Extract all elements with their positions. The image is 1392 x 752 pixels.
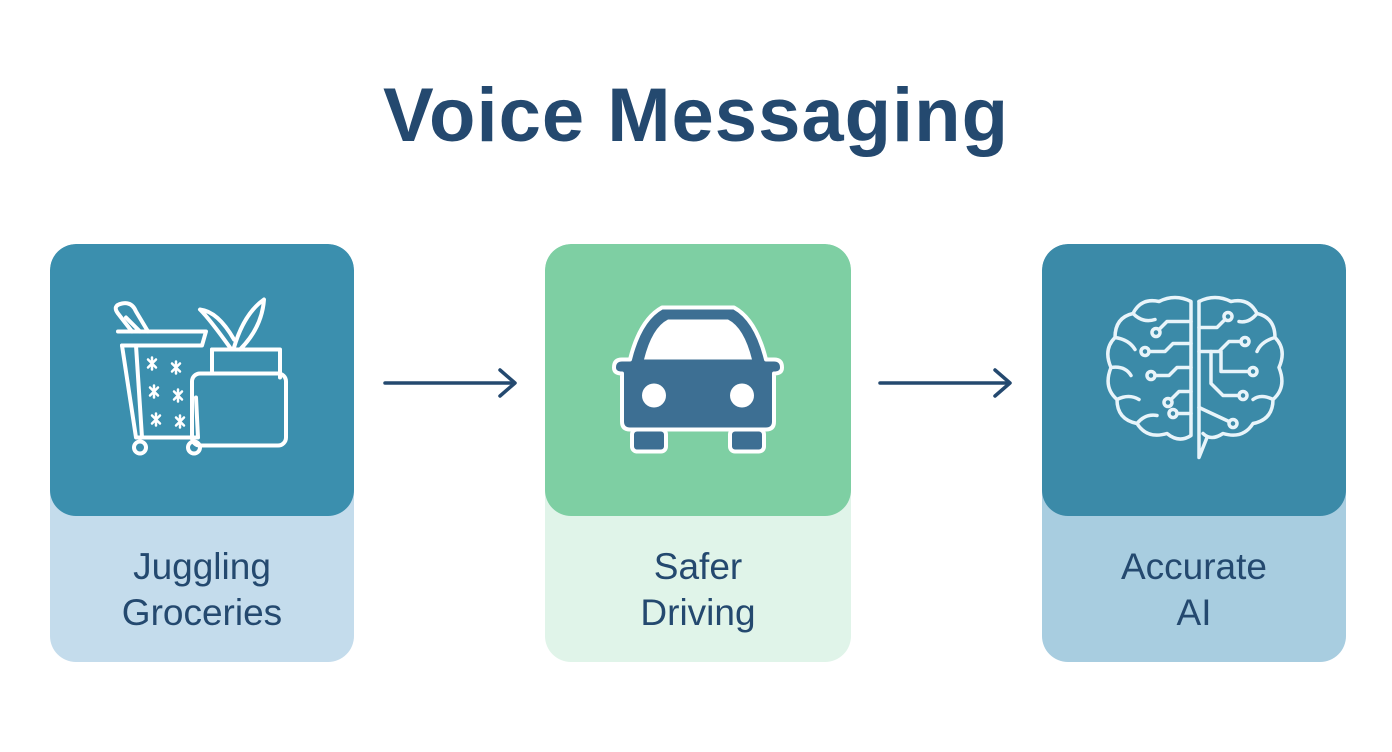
card-label: Accurate AI xyxy=(1042,544,1346,636)
card-juggling-groceries: Juggling Groceries xyxy=(50,244,354,662)
card-label: Juggling Groceries xyxy=(50,544,354,636)
card-icon-panel xyxy=(50,244,354,516)
flow-arrow-1 xyxy=(382,366,520,405)
card-safer-driving: Safer Driving xyxy=(545,244,851,662)
card-label-line2: Driving xyxy=(640,592,756,633)
page-title: Voice Messaging xyxy=(382,73,1009,158)
card-accurate-ai: Accurate AI xyxy=(1042,244,1346,662)
card-label: Safer Driving xyxy=(545,544,851,636)
card-label-line2: Groceries xyxy=(121,592,283,633)
grocery-bag-icon xyxy=(102,288,302,473)
flow-arrow-2 xyxy=(877,366,1015,405)
ai-brain-icon xyxy=(1099,288,1289,473)
card-label-line1: Accurate xyxy=(1120,546,1267,587)
card-label-line2: AI xyxy=(1176,592,1212,633)
card-label-line1: Juggling xyxy=(133,546,271,587)
car-icon xyxy=(598,298,798,463)
card-icon-panel xyxy=(1042,244,1346,516)
card-label-line1: Safer xyxy=(653,546,743,587)
